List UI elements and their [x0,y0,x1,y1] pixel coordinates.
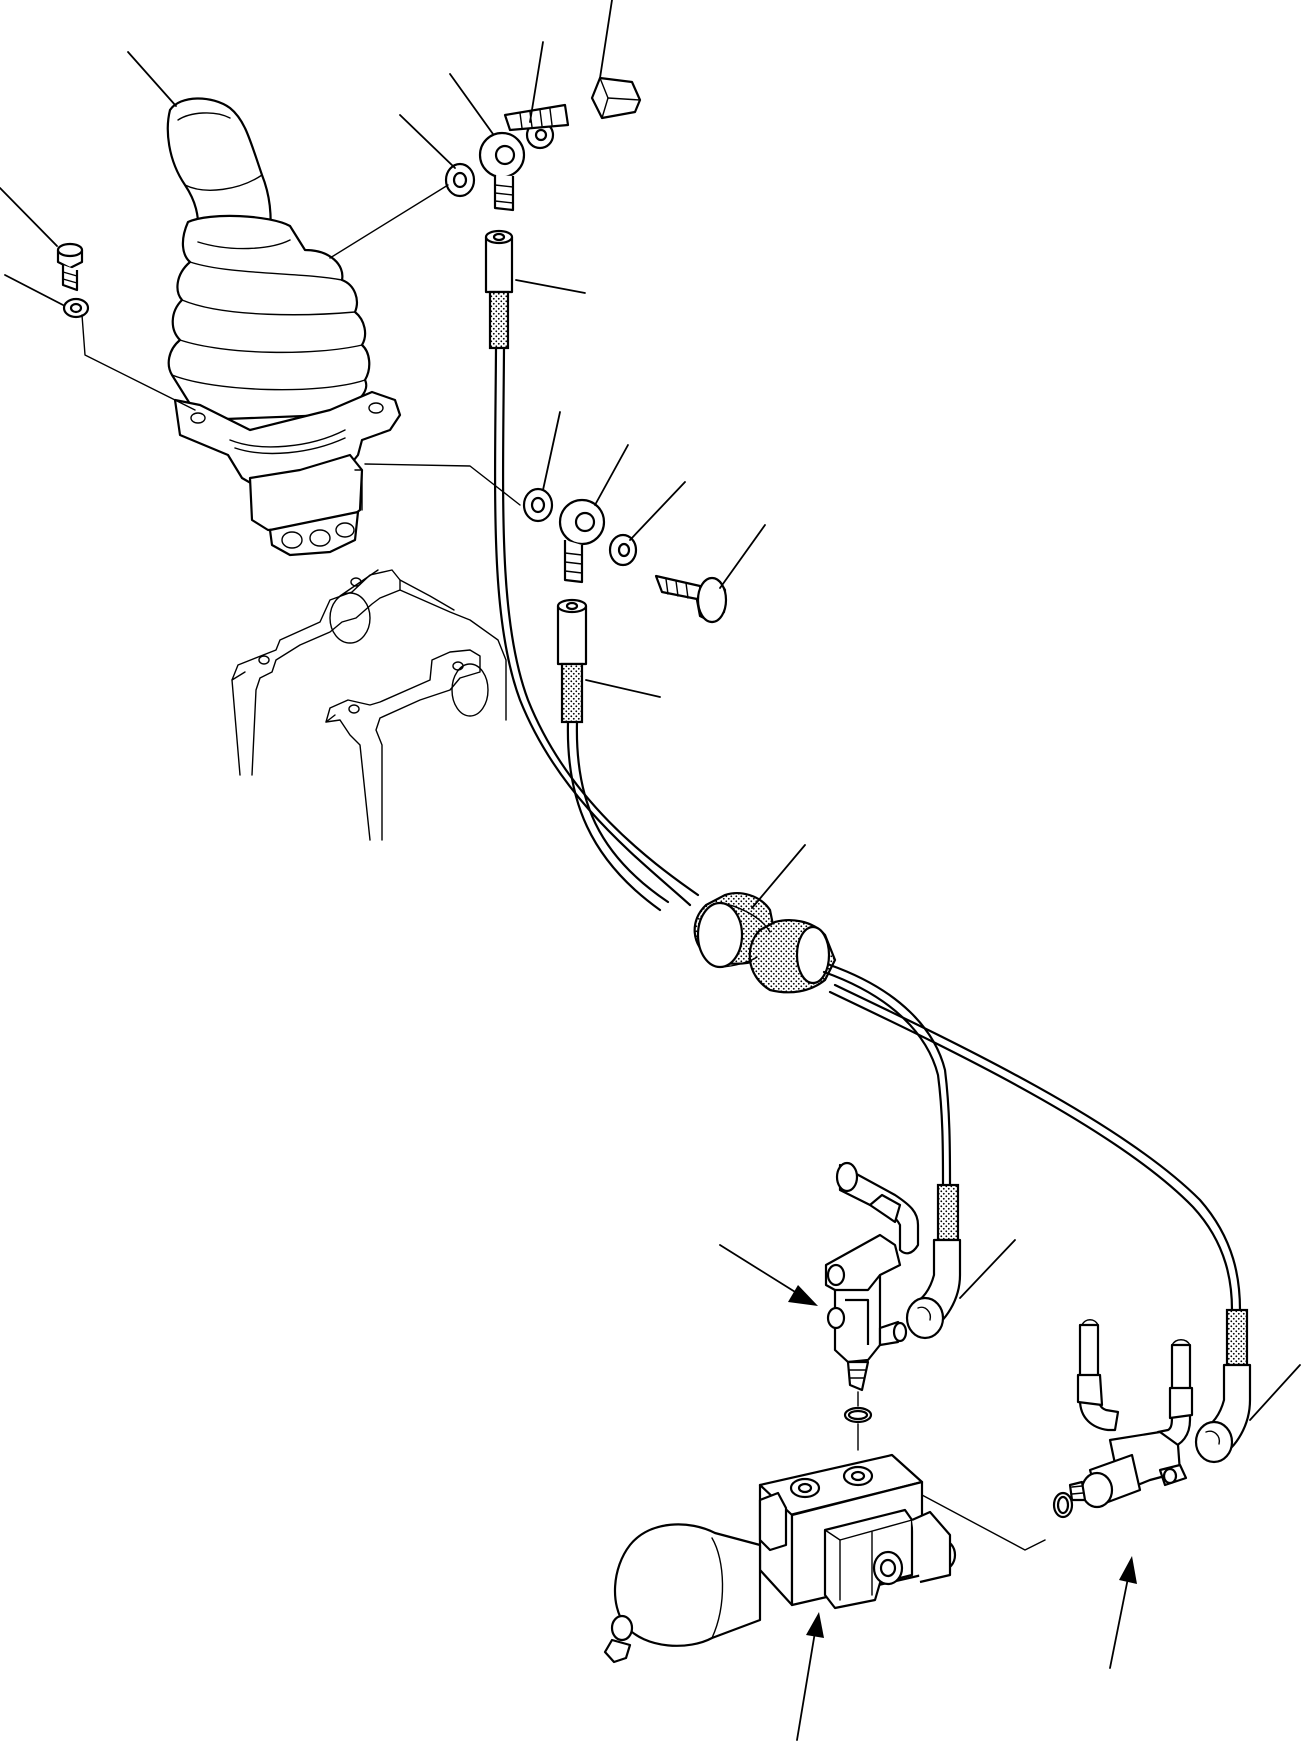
hose-run-left [822,963,952,1187]
lower-washer-right [608,533,638,567]
o-ring-left [843,1406,873,1424]
leader-lines [0,0,1301,1421]
solenoid-valve [603,1453,957,1664]
tee-fitting-right [1068,1319,1194,1509]
right-hose-end [1194,1308,1252,1464]
flange-washer [62,297,90,319]
upper-hose [484,229,700,907]
joystick-lever [166,97,402,557]
arrow-tee-right [1109,1556,1137,1669]
valve-to-tee-axis [921,1494,1046,1551]
o-ring-right [1052,1491,1074,1519]
leader-bolt-small [0,187,58,247]
arrow-tee-left [719,1244,818,1306]
leader-lower-washer-right [629,481,686,541]
leader-left-hose-end [959,1239,1016,1299]
lower-hose [556,598,670,912]
leader-lower-bolt [719,524,766,589]
leader-right-hose-end [1249,1364,1301,1421]
leader-upper-washer-right [529,41,544,123]
leader-upper-bolt [599,0,613,79]
hose-run-right [828,983,1242,1312]
leader-lower-washer-left [542,411,561,491]
flange-bolt-axis [81,314,196,411]
lower-banjo-bolt [654,574,728,624]
leader-lower-banjo [594,444,629,506]
mounting-bracket [231,569,507,841]
leader-washer-small [4,274,64,306]
upper-banjo-fitting [478,131,526,212]
leader-upper-washer-left [399,114,456,169]
leader-lower-hose [585,679,661,698]
leader-hose-protector [751,844,806,909]
leader-upper-banjo [449,73,494,135]
left-hose-end [905,1183,962,1340]
lower-washer-left [522,487,554,523]
upper-banjo-bolt [503,76,642,132]
flange-bolt [56,242,84,292]
lower-fitting-axis [364,463,521,506]
arrow-valve [796,1612,824,1741]
leader-upper-hose [515,279,586,294]
upper-fitting-axis [329,184,449,259]
upper-washer-left [444,162,476,198]
tee-fitting-left [824,1161,920,1392]
lower-banjo-fitting [558,498,606,584]
hose-protector [693,892,837,994]
leader-lever [127,51,177,107]
